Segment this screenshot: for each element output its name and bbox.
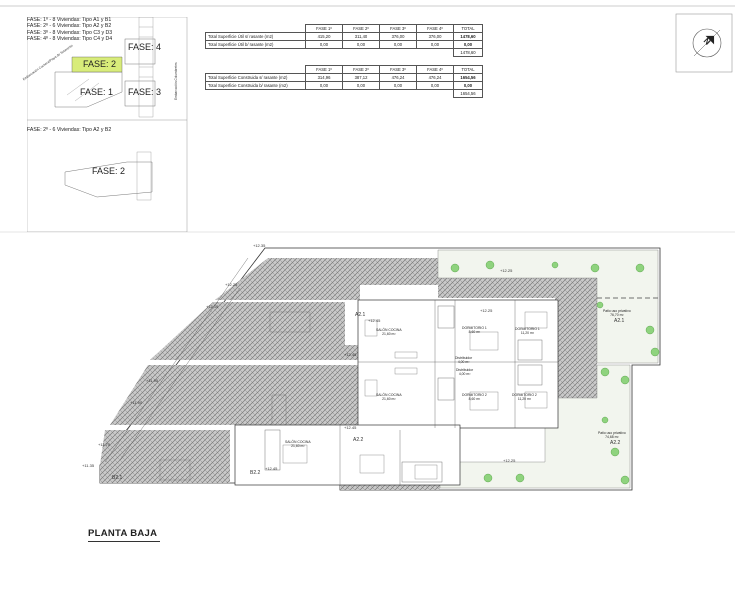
level-label: +12.45 [368,318,381,323]
legend-line: FASE: 2º - 6 Viviendas: Tipo A2 y B2 [27,23,112,30]
legend-line: FASE: 2º - 6 Viviendas: Tipo A2 y B2 [27,127,112,133]
surface-construida-table: FASE 1º FASE 2º FASE 3º FASE 4º TOTAL To… [205,65,483,98]
table-total: 1478,60 [453,48,483,57]
unit-label: B2.1 [112,475,123,481]
phase-key-diagram [27,17,188,232]
phase-label: FASE: 2 [92,166,126,176]
phase-label: FASE: 4 [128,42,162,52]
title-underline [88,541,160,542]
level-label: +12.25 [480,308,493,313]
legend-line: FASE: 4º - 8 Viviendas: Tipo C4 y D4 [27,36,113,43]
level-label: +12.35 [253,243,266,248]
unit-label: B2.2 [250,470,261,476]
phase-label: FASE: 2 [83,59,117,69]
level-label: +11.90 [130,400,143,405]
compass-icon [692,28,722,58]
surface-util-table: FASE 1º FASE 2º FASE 3º FASE 4º TOTAL To… [205,24,483,57]
level-label: +12.25 [503,458,516,463]
unit-label: A2.2 [353,437,364,443]
courtyard [100,430,230,483]
level-label: +11.95 [146,378,159,383]
level-label: +11.70 [98,442,111,447]
phase-label: FASE: 1 [80,87,114,97]
unit-label: A2.2 [610,440,621,446]
building-block [357,299,559,429]
courtyard [215,258,438,300]
legend-line: FASE: 3º - 8 Viviendas: Tipo C3 y D3 [27,29,113,36]
legend-line: FASE: 1º - 8 Viviendas: Tipo A1 y B1 [27,17,112,23]
level-label: +12.25 [225,282,238,287]
courtyard [150,302,360,360]
drawing-title: PLANTA BAJA [88,528,158,539]
level-label: +11.35 [82,463,95,468]
courtyard [110,365,360,425]
phase-legend: FASE: 1º - 8 Viviendas: Tipo A1 y B1 FAS… [27,17,187,120]
garden [437,249,659,364]
level-label: +12.45 [265,466,278,471]
level-label: +12.15 [206,304,219,309]
unit-label: A2.1 [355,312,366,318]
level-label: +12.45 [344,425,357,430]
unit-label: A2.1 [614,318,625,324]
building-block [234,424,461,486]
level-label: +12.25 [500,268,513,273]
level-label: +12.45 [344,352,357,357]
phase-label: FASE: 3 [128,87,162,97]
table-total: 1654,56 [453,89,483,98]
